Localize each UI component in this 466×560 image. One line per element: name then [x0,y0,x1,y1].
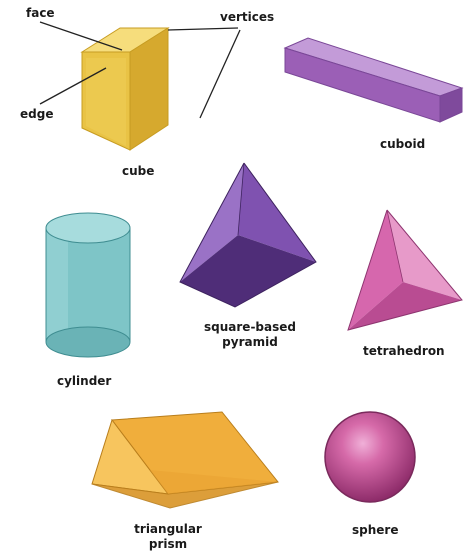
cylinder-label: cylinder [57,374,111,389]
pyramid-label-line2: pyramid [204,335,296,350]
face-label: face [26,6,55,21]
vertices-pointer-line-1 [168,28,238,30]
pyramid-label: square-based pyramid [204,320,296,350]
pyramid-shape [180,163,316,307]
cylinder-shape [46,213,130,357]
tetrahedron-label: tetrahedron [363,344,445,359]
edge-label: edge [20,107,53,122]
cube-shape [82,28,168,150]
prism-label-line2: prism [134,537,202,552]
triangular-prism-shape [92,412,278,508]
pyramid-label-line1: square-based [204,320,296,335]
cuboid-label: cuboid [380,137,425,152]
cube-label: cube [122,164,154,179]
tetrahedron-shape [348,210,462,330]
vertices-label: vertices [220,10,274,25]
sphere-label: sphere [352,523,398,538]
cuboid-shape [285,38,462,122]
prism-label: triangular prism [134,522,202,552]
vertices-pointer-line-2 [200,30,240,118]
prism-label-line1: triangular [134,522,202,537]
sphere-shape [325,412,415,502]
